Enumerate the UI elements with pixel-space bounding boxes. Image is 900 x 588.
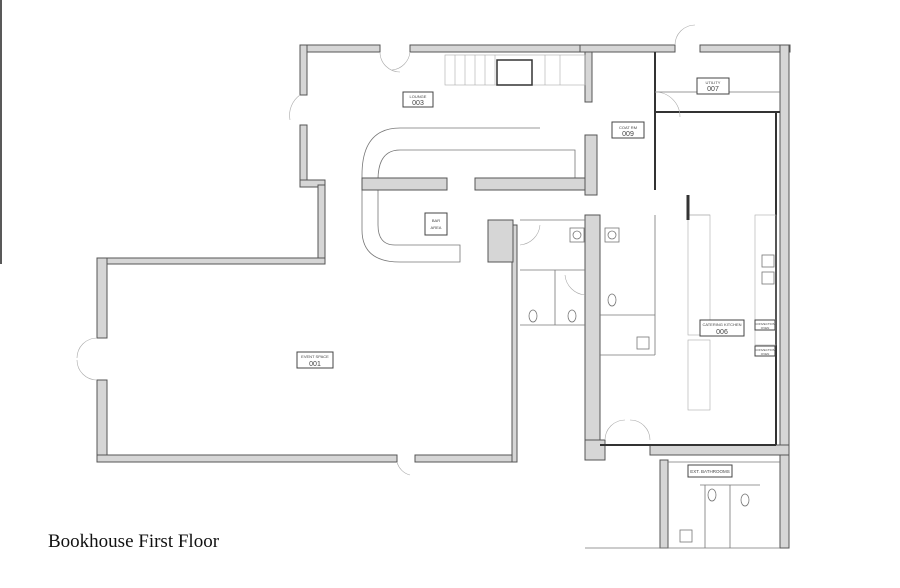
bar-counter	[361, 127, 586, 263]
equipment-tag-oven-2: CONVECTION OVEN	[754, 345, 776, 357]
svg-text:EXT. BATHROOMS: EXT. BATHROOMS	[690, 469, 729, 474]
room-tag-coat-room: COAT RM 009	[611, 121, 645, 139]
svg-text:CATERING KITCHEN: CATERING KITCHEN	[702, 322, 741, 327]
svg-text:COAT RM: COAT RM	[619, 125, 637, 130]
room-tag-event-space: EVENT SPACE 001	[296, 351, 334, 369]
svg-text:003: 003	[412, 100, 424, 107]
room-tag-utility: UTILITY 007	[696, 77, 730, 95]
svg-text:BAR: BAR	[432, 218, 440, 223]
svg-text:CONVECTION: CONVECTION	[755, 322, 775, 326]
svg-text:LOUNGE: LOUNGE	[410, 94, 427, 99]
svg-text:006: 006	[716, 329, 728, 336]
plan-title: Bookhouse First Floor	[48, 531, 220, 552]
svg-text:009: 009	[622, 131, 634, 138]
svg-text:AREA: AREA	[431, 225, 442, 230]
fixtures	[528, 227, 775, 543]
doors	[76, 24, 696, 476]
room-tag-lounge: LOUNGE 003	[402, 91, 434, 108]
room-tag-catering-kitchen: CATERING KITCHEN 006	[699, 319, 745, 337]
svg-text:OVEN: OVEN	[761, 352, 770, 356]
room-tag-ext-bathrooms: EXT. BATHROOMS	[687, 464, 733, 478]
stairs	[444, 54, 586, 86]
svg-text:CONVECTION: CONVECTION	[755, 348, 775, 352]
svg-text:EVENT SPACE: EVENT SPACE	[301, 354, 329, 359]
svg-text:007: 007	[707, 86, 719, 93]
walls	[96, 44, 791, 549]
equipment-tag-oven-1: CONVECTION OVEN	[754, 319, 776, 331]
svg-text:OVEN: OVEN	[761, 326, 770, 330]
room-tag-bar: BAR AREA	[424, 212, 448, 236]
svg-text:UTILITY: UTILITY	[706, 80, 721, 85]
interior-lines	[520, 52, 780, 549]
svg-text:001: 001	[309, 361, 321, 368]
